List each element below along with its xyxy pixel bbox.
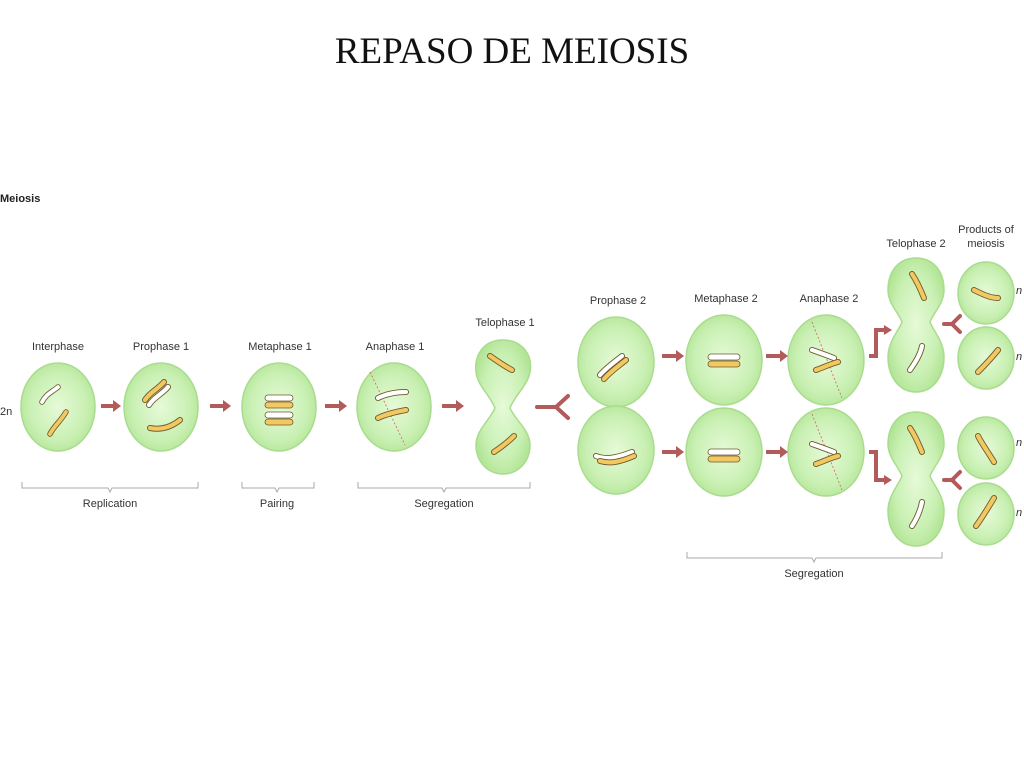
arrow-split-telophase1 <box>535 394 570 420</box>
cell-telophase1 <box>475 339 532 475</box>
label-metaphase1: Metaphase 1 <box>248 341 312 353</box>
cell-prophase2-bottom <box>577 405 655 495</box>
cell-interphase <box>20 362 96 452</box>
cell-telophase2-bottom <box>887 411 945 547</box>
figure-heading: Meiosis <box>0 193 41 205</box>
arrow-metaphase2-bottom <box>662 446 684 458</box>
cell-product-2 <box>957 326 1015 390</box>
cell-anaphase1 <box>356 362 432 452</box>
label-products-line2: meiosis <box>967 238 1005 250</box>
arrow-anaphase2-bottom <box>766 446 788 458</box>
label-anaphase1: Anaphase 1 <box>365 341 425 353</box>
label-products-line1: Products of <box>958 224 1014 236</box>
label-anaphase2: Anaphase 2 <box>799 293 859 305</box>
cell-product-3 <box>957 416 1015 480</box>
cell-product-4 <box>957 482 1015 546</box>
arrow-anaphase2-top <box>766 350 788 362</box>
arrow-interphase-prophase1 <box>101 400 121 412</box>
cell-prophase1 <box>123 362 199 452</box>
arrow-split-telophase2-bottom <box>942 470 962 490</box>
label-n-3: n <box>1015 437 1023 449</box>
label-2n: 2n <box>0 406 18 418</box>
label-telophase1: Telophase 1 <box>475 317 535 329</box>
bracket-segregation-2 <box>686 552 943 564</box>
bracket-pairing <box>241 482 315 494</box>
bracket-replication <box>21 482 199 494</box>
label-prophase2: Prophase 2 <box>589 295 647 307</box>
arrow-elbow-top <box>869 325 892 358</box>
label-prophase1: Prophase 1 <box>132 341 190 353</box>
cell-telophase2-top <box>887 257 945 393</box>
label-pairing: Pairing <box>259 498 295 510</box>
label-n-1: n <box>1015 285 1023 297</box>
arrow-metaphase1-anaphase1 <box>325 400 347 412</box>
cell-metaphase2-bottom <box>685 407 763 497</box>
cell-metaphase2-top <box>685 314 763 406</box>
arrow-anaphase1-telophase1 <box>442 400 464 412</box>
arrow-metaphase2-top <box>662 350 684 362</box>
arrow-prophase1-metaphase1 <box>210 400 231 412</box>
bracket-segregation-1 <box>357 482 531 494</box>
arrow-elbow-bottom <box>869 450 892 485</box>
slide-title: REPASO DE MEIOSIS <box>334 31 690 72</box>
cell-prophase2-top <box>577 316 655 408</box>
label-interphase: Interphase <box>32 341 84 353</box>
cell-anaphase2-bottom <box>787 407 865 497</box>
ploidy-diploid: 2n <box>0 406 13 418</box>
label-n-2: n <box>1015 351 1023 363</box>
label-replication: Replication <box>82 498 138 510</box>
label-n-4: n <box>1015 507 1023 519</box>
cell-anaphase2-top <box>787 314 865 406</box>
label-segregation-1: Segregation <box>414 498 474 510</box>
label-telophase2: Telophase 2 <box>886 238 946 250</box>
cell-product-1 <box>957 261 1015 325</box>
label-segregation-2: Segregation <box>784 568 844 580</box>
label-metaphase2: Metaphase 2 <box>694 293 758 305</box>
arrow-split-telophase2-top <box>942 314 962 334</box>
cell-metaphase1 <box>241 362 317 452</box>
